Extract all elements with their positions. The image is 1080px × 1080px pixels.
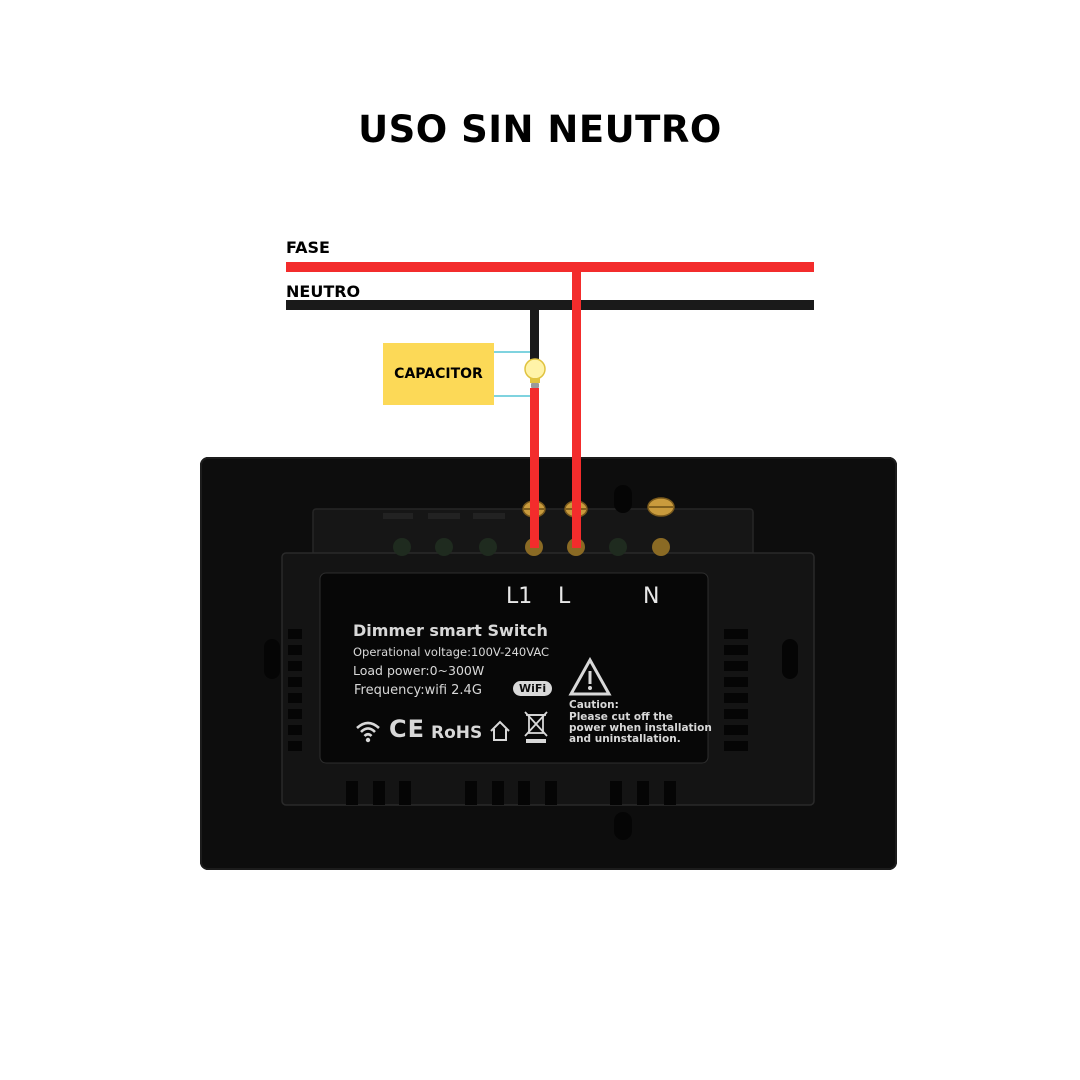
warning-icon [568, 657, 612, 696]
caution-line3: and uninstallation. [569, 733, 681, 745]
fase-wire [286, 262, 814, 272]
device-load: Load power:0~300W [353, 663, 485, 678]
terminal-label-l1: L1 [506, 584, 533, 609]
caution-line1: Please cut off the [569, 711, 673, 723]
device-voltage: Operational voltage:100V-240VAC [353, 645, 550, 659]
switch-device: CE WiFi [200, 457, 897, 870]
device-frequency: Frequency:wifi 2.4G [354, 683, 482, 698]
phase-wire-l [572, 268, 581, 548]
device-body-graphic [264, 485, 815, 840]
caution-line2: power when installation [569, 722, 712, 734]
caution-title: Caution: [569, 699, 619, 711]
load-wire-l1 [530, 388, 539, 548]
neutro-label: NEUTRO [286, 282, 361, 301]
weee-bin-icon [524, 711, 548, 743]
fase-label: FASE [286, 238, 330, 257]
wifi-icon [356, 721, 380, 743]
neutro-wire [286, 300, 814, 310]
terminal-label-n: N [643, 584, 660, 609]
wifi-badge: WiFi [513, 681, 553, 696]
capacitor-lead-bottom [494, 395, 534, 397]
terminal-label-l: L [558, 584, 571, 609]
device-name: Dimmer smart Switch [353, 621, 548, 640]
capacitor-lead-top [494, 351, 534, 353]
capacitor-box: CAPACITOR [383, 343, 494, 405]
page-title: USO SIN NEUTRO [358, 108, 722, 151]
neutral-drop-wire [530, 306, 539, 364]
bulb-icon [524, 358, 546, 388]
house-icon [490, 720, 510, 741]
rohs-mark: RoHS [431, 723, 483, 743]
ce-mark-icon: CE [389, 715, 426, 743]
